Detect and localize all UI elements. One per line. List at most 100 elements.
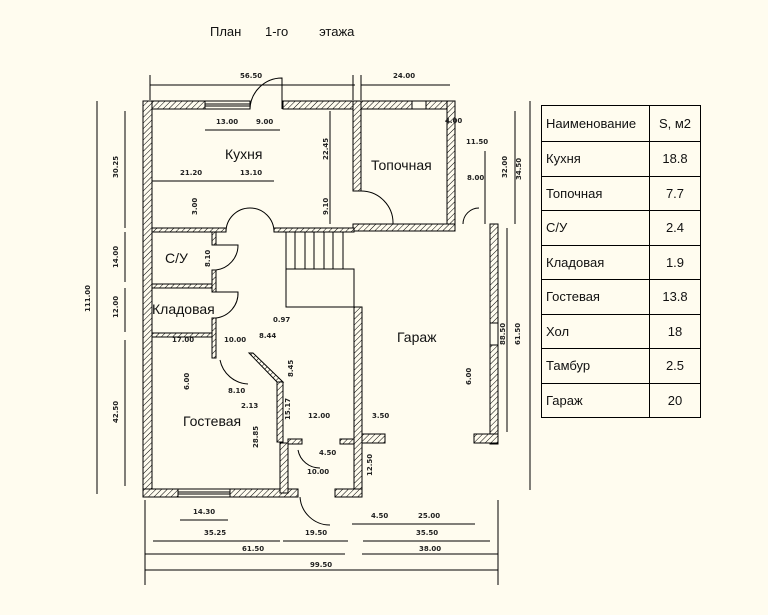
plan-title: План 1-го этажа: [210, 24, 374, 39]
dim-8-45: 8.45: [287, 360, 295, 377]
dim-3-00: 3.00: [191, 198, 199, 215]
dim-4-50: 4.50: [371, 512, 388, 520]
dim-14-30: 14.30: [193, 508, 215, 516]
window-kitchen: [204, 100, 251, 110]
dim-28-85: 28.85: [252, 426, 260, 448]
row-value: 1.9: [649, 244, 701, 280]
dim-12-00: 12.00: [112, 296, 120, 318]
door-boiler-outer: [462, 207, 480, 225]
dim-61-50: 61.50: [242, 545, 264, 553]
dim-12-50: 12.50: [366, 454, 374, 476]
row-value: 20: [649, 382, 701, 418]
header-value: S, м2: [649, 105, 701, 142]
row-name: Хол: [541, 313, 650, 349]
door-storage: [215, 291, 239, 319]
dim-34-50: 34.50: [515, 158, 523, 180]
dim-35-50: 35.50: [416, 529, 438, 537]
dim-8-00: 8.00: [467, 174, 484, 182]
row-name: Кладовая: [541, 244, 650, 280]
row-name: Гостевая: [541, 279, 650, 315]
wall: [354, 100, 456, 110]
row-name: С/У: [541, 210, 650, 246]
dim-3-50: 3.50: [372, 412, 389, 420]
room-label-kitchen: Кухня: [225, 146, 262, 162]
dim-30-25: 30.25: [112, 156, 120, 178]
dim-21-20: 21.20: [180, 169, 202, 177]
row-name: Гараж: [541, 382, 650, 418]
dim-t-4-50: 4.50: [319, 449, 336, 457]
dim-24-00: 24.00: [393, 72, 415, 80]
wall: [276, 381, 284, 443]
dim-17-00: 17.00: [172, 336, 194, 344]
row-value: 13.8: [649, 279, 701, 315]
dim-13-00: 13.00: [216, 118, 238, 126]
header-name: Наименование: [541, 105, 650, 142]
row-value: 2.4: [649, 210, 701, 246]
dim-9-00: 9.00: [256, 118, 273, 126]
dim-42-50: 42.50: [112, 401, 120, 423]
dim-56-50: 56.50: [240, 72, 262, 80]
dim-4-00: 4.00: [445, 117, 462, 125]
wall: [279, 442, 289, 494]
dim-g-8-10: 8.10: [228, 387, 245, 395]
title-part-1: План: [210, 24, 242, 39]
row-value: 7.7: [649, 175, 701, 211]
dim-32-00: 32.00: [501, 156, 509, 178]
dim-9-10: 9.10: [322, 198, 330, 215]
dim-14-00: 14.00: [112, 246, 120, 268]
walls: [142, 100, 499, 498]
row-name: Кухня: [541, 141, 650, 177]
dim-19-50: 19.50: [305, 529, 327, 537]
dimension-labels: 56.50 24.00 13.00 9.00 21.20 13.10 3.00 …: [84, 72, 523, 569]
dim-15-17: 15.17: [284, 398, 292, 420]
room-label-storage: Кладовая: [152, 301, 215, 317]
door-wc: [215, 244, 239, 271]
dim-11-50: 11.50: [466, 138, 488, 146]
door-tambour: [297, 449, 321, 469]
dim-gar-61-50: 61.50: [514, 323, 522, 345]
door-kitchen: [225, 207, 275, 233]
wall: [142, 488, 179, 498]
wall: [211, 269, 217, 293]
title-part-2: 1-го: [264, 24, 289, 39]
dim-111-00: 111.00: [84, 285, 92, 312]
wall: [282, 100, 356, 110]
stairs: [285, 232, 355, 308]
wall: [151, 283, 213, 289]
row-name: Топочная: [541, 175, 650, 211]
door-entrance-top: [249, 77, 283, 110]
wall: [352, 223, 456, 232]
dim-2-13: 2.13: [241, 402, 258, 410]
wall: [352, 100, 362, 192]
dim-25-00: 25.00: [418, 512, 440, 520]
room-label-garage: Гараж: [397, 329, 437, 345]
wall: [339, 438, 355, 445]
area-table-header: Наименование S, м2: [541, 105, 701, 142]
wall: [353, 306, 363, 491]
dim-6-00: 6.00: [183, 373, 191, 390]
dim-8-44: 8.44: [259, 332, 276, 340]
dim-88-50: 88.50: [499, 323, 507, 345]
door-boiler: [360, 190, 394, 225]
dim-13-10: 13.10: [240, 169, 262, 177]
doors: [215, 77, 480, 526]
door-entrance-bottom: [299, 496, 331, 526]
window-garage: [489, 322, 499, 346]
dim-99-50: 99.50: [310, 561, 332, 569]
dim-35-25: 35.25: [204, 529, 226, 537]
dim-0-97: 0.97: [273, 316, 290, 324]
wall: [334, 488, 363, 498]
wall: [287, 438, 303, 445]
dimension-lines: [96, 75, 531, 585]
room-labels: Кухня Топочная С/У Кладовая Гостевая Гар…: [152, 146, 437, 429]
window-boiler: [411, 100, 427, 110]
window-guest: [177, 488, 231, 498]
